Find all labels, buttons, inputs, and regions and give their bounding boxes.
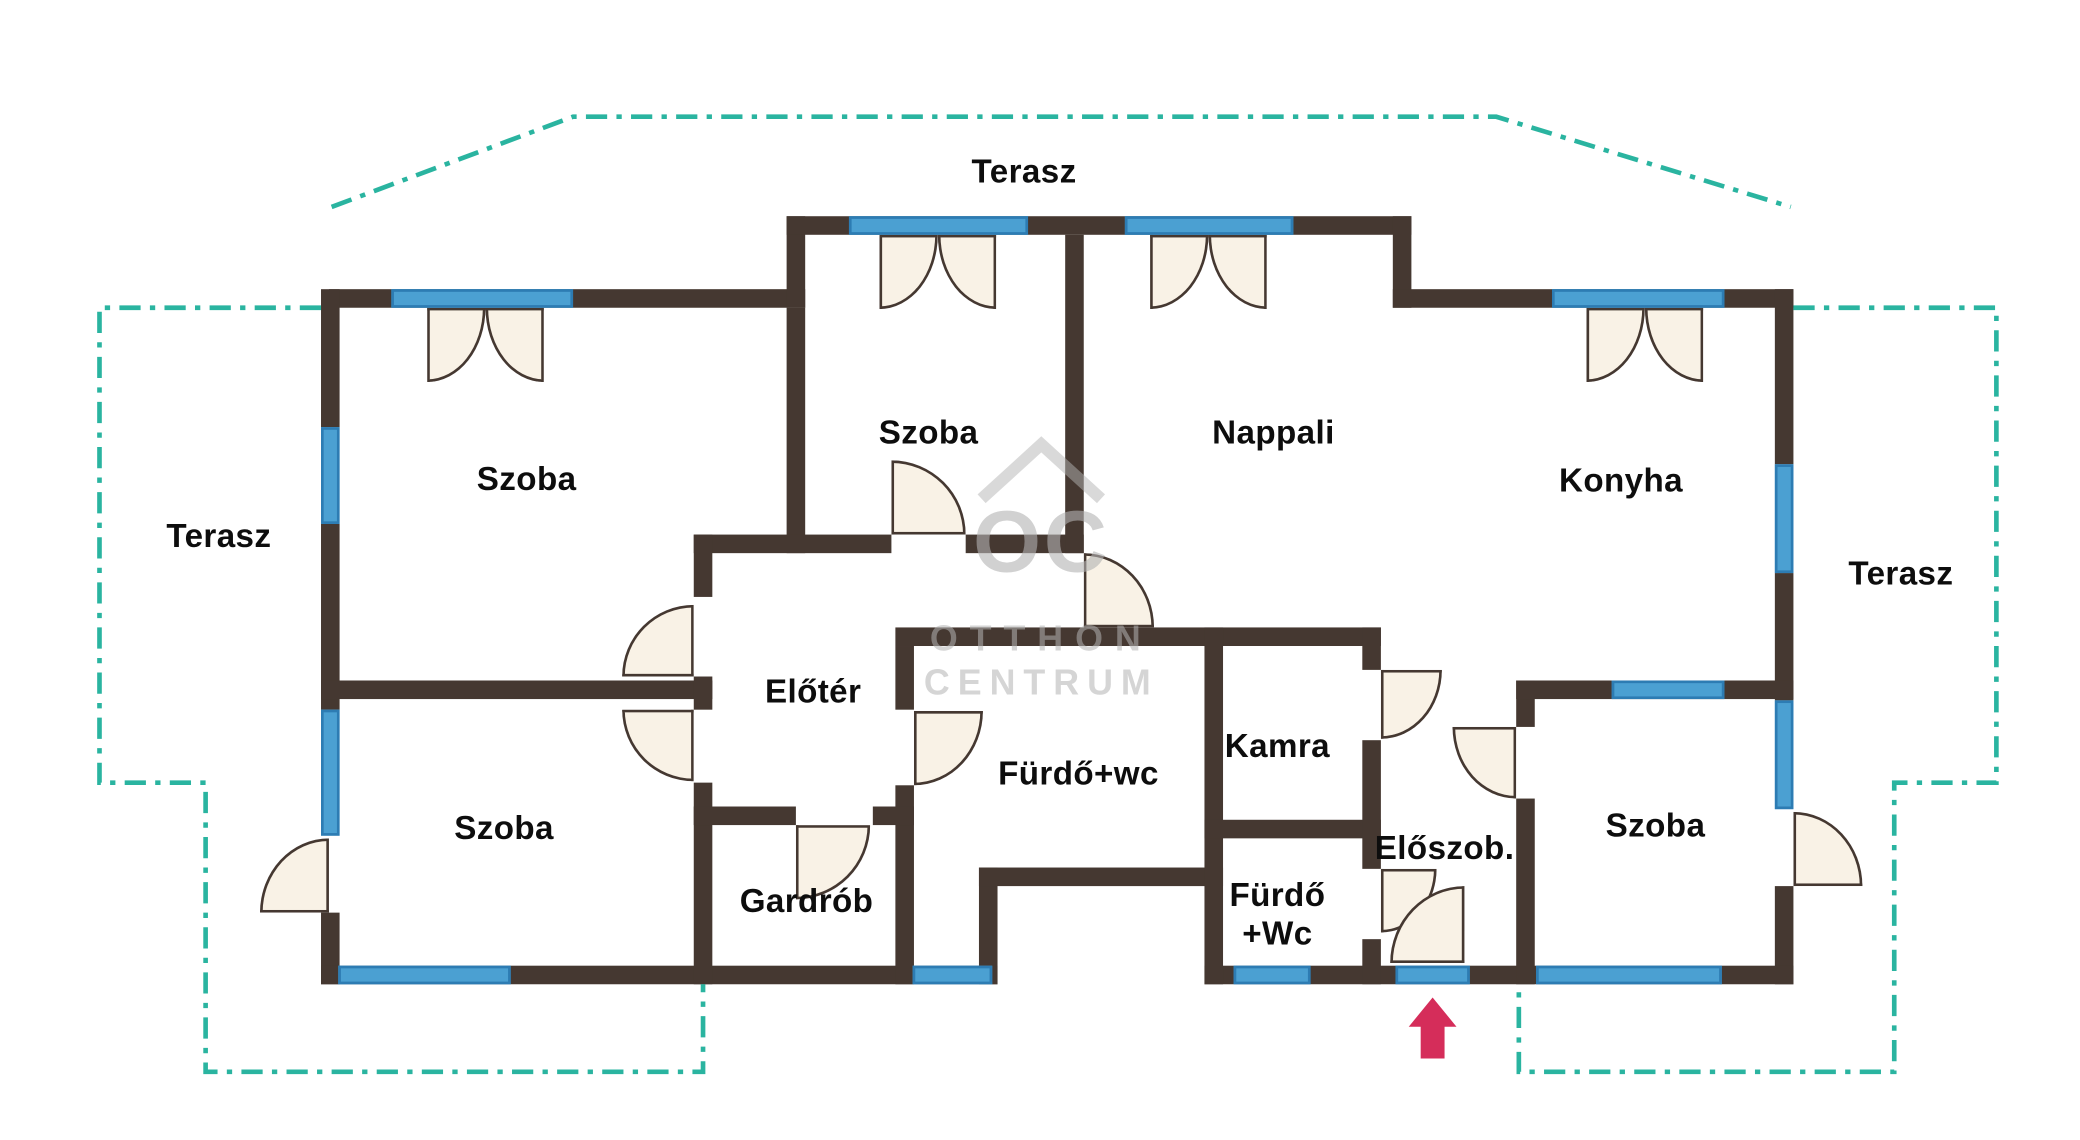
wall bbox=[895, 627, 1381, 647]
room-label-nappali: Nappali bbox=[1212, 414, 1335, 452]
watermark-line1: OTTHON bbox=[929, 618, 1153, 659]
window bbox=[1124, 216, 1294, 235]
wall bbox=[1516, 798, 1535, 985]
window bbox=[848, 216, 1029, 235]
wall bbox=[693, 676, 713, 710]
wall bbox=[1204, 819, 1381, 839]
room-label-szoba-bottom-left: Szoba bbox=[454, 809, 554, 847]
door-swing bbox=[937, 234, 997, 310]
door-swing bbox=[485, 307, 544, 383]
window bbox=[321, 709, 340, 836]
wall bbox=[978, 867, 1224, 887]
wall bbox=[693, 806, 796, 826]
window bbox=[912, 965, 993, 985]
terrace-label-left: Terasz bbox=[166, 517, 272, 556]
door-swing bbox=[622, 604, 694, 677]
room-label-furdo-wc-small: Fürdő +Wc bbox=[1229, 876, 1326, 953]
door-swing bbox=[1586, 307, 1645, 383]
wall bbox=[965, 534, 1084, 554]
room-label-furdo-wc: Fürdő+wc bbox=[998, 755, 1159, 793]
room-label-eloszoba: Előszob. bbox=[1374, 829, 1515, 867]
room-label-szoba-top-left: Szoba bbox=[476, 460, 577, 499]
terrace-door-swing bbox=[259, 838, 329, 913]
door-swing bbox=[1644, 307, 1704, 383]
window bbox=[1774, 464, 1794, 574]
window bbox=[1552, 289, 1725, 308]
terrace-door-swing bbox=[1793, 811, 1863, 887]
wall bbox=[321, 680, 713, 700]
watermark-monogram: OC bbox=[972, 492, 1110, 591]
entrance-arrow-icon bbox=[1408, 997, 1457, 1059]
window bbox=[1774, 700, 1794, 810]
door-swing bbox=[1452, 726, 1517, 799]
wall bbox=[1774, 289, 1794, 465]
room-label-eloter: Előtér bbox=[764, 673, 862, 711]
wall bbox=[1204, 627, 1224, 985]
wall bbox=[978, 867, 998, 985]
window bbox=[321, 427, 340, 524]
wall bbox=[872, 806, 914, 826]
window bbox=[391, 289, 574, 308]
door-swing bbox=[622, 709, 694, 782]
wall bbox=[895, 646, 914, 710]
terrace-label-right: Terasz bbox=[1848, 555, 1954, 593]
wall bbox=[693, 534, 892, 554]
wall bbox=[693, 534, 713, 597]
door-swing bbox=[1380, 669, 1442, 739]
wall bbox=[1362, 939, 1381, 985]
wall bbox=[1392, 216, 1412, 308]
door-swing bbox=[1150, 234, 1209, 310]
wall bbox=[786, 307, 806, 554]
room-label-kamra: Kamra bbox=[1224, 727, 1331, 765]
window bbox=[1611, 680, 1725, 700]
wall bbox=[1362, 627, 1381, 670]
door-swing bbox=[891, 460, 966, 535]
wall bbox=[321, 289, 340, 428]
wall bbox=[895, 785, 914, 985]
window bbox=[338, 965, 511, 985]
window bbox=[1233, 965, 1311, 985]
room-label-szoba-top-middle: Szoba bbox=[878, 414, 979, 452]
entrance-door-threshold bbox=[1395, 965, 1470, 985]
wall bbox=[1362, 740, 1381, 869]
wall bbox=[786, 216, 806, 308]
room-label-szoba-right: Szoba bbox=[1605, 807, 1706, 845]
door-swing bbox=[913, 711, 983, 786]
window bbox=[1536, 965, 1722, 985]
door-swing bbox=[1208, 234, 1267, 310]
watermark-line2: CENTRUM bbox=[923, 662, 1159, 703]
door-swing bbox=[427, 307, 486, 383]
terrace-label-top: Terasz bbox=[971, 153, 1077, 191]
room-label-konyha: Konyha bbox=[1558, 462, 1683, 500]
room-label-gardrob: Gardrób bbox=[739, 882, 874, 920]
door-swing bbox=[879, 234, 938, 310]
